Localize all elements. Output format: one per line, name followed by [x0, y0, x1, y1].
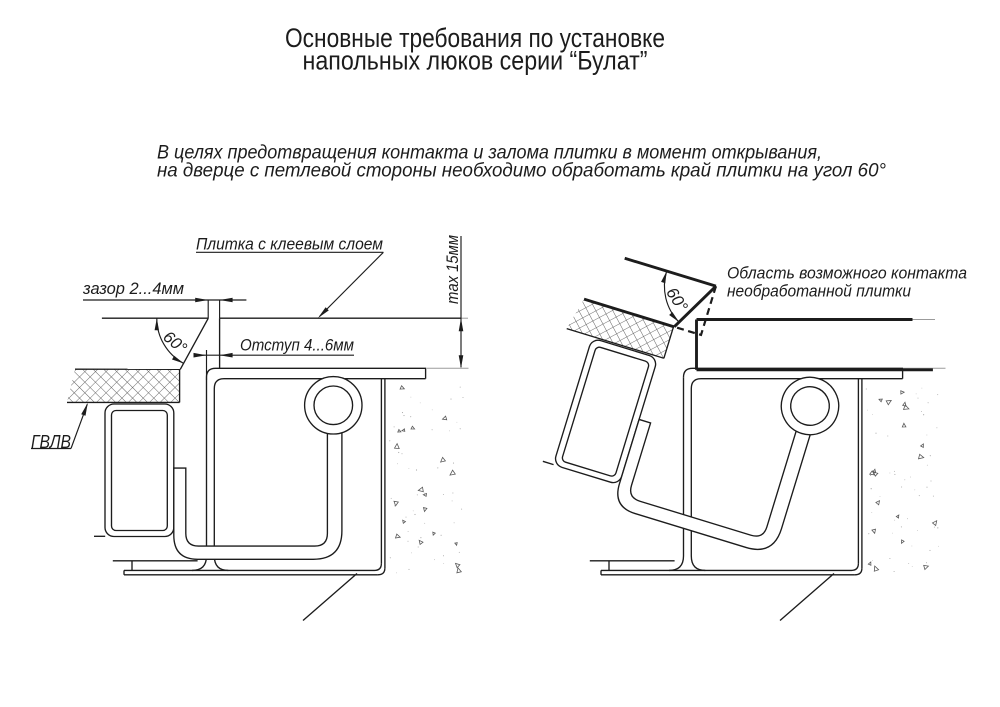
- svg-text:Отступ 4...6мм: Отступ 4...6мм: [240, 336, 354, 355]
- svg-text:max 15мм: max 15мм: [443, 235, 462, 304]
- svg-text:Плитка с клеевым слоем: Плитка с клеевым слоем: [196, 235, 383, 254]
- svg-text:на дверце с петлевой стороны н: на дверце с петлевой стороны необходимо …: [157, 161, 886, 182]
- svg-text:Основные требования по установ: Основные требования по установке: [285, 23, 665, 53]
- svg-text:Область возможного контакта: Область возможного контакта: [727, 264, 967, 283]
- svg-text:напольных люков серии “Булат”: напольных люков серии “Булат”: [303, 46, 648, 76]
- svg-text:В целях предотвращения контакт: В целях предотвращения контакта и залома…: [157, 143, 822, 164]
- svg-text:ГВЛВ: ГВЛВ: [31, 432, 71, 452]
- svg-text:необработанной плитки: необработанной плитки: [727, 282, 911, 301]
- svg-text:зазор 2...4мм: зазор 2...4мм: [82, 279, 184, 298]
